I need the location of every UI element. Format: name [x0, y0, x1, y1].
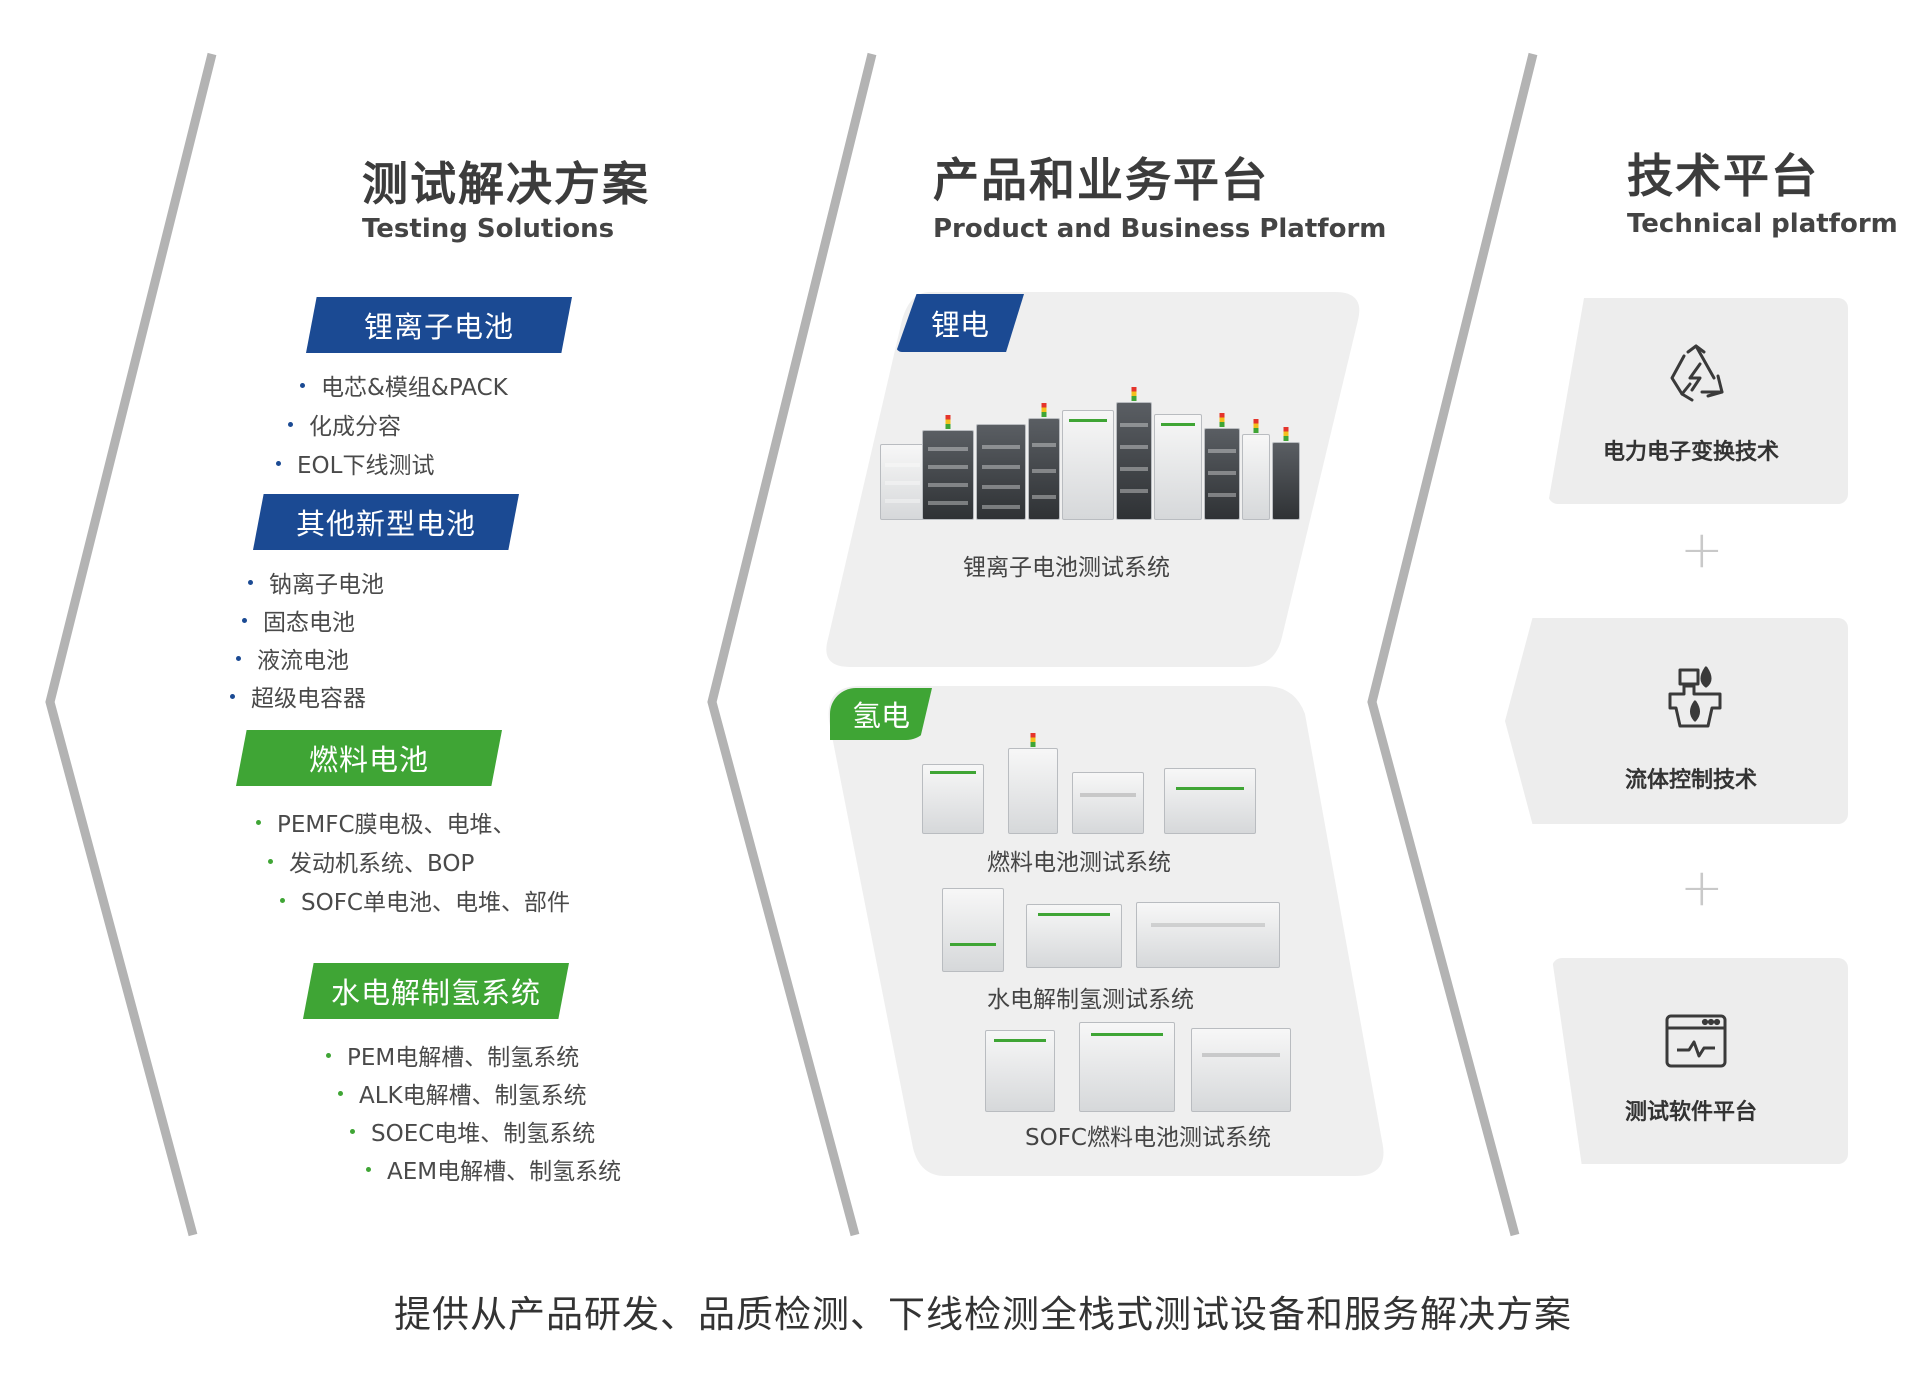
- tech-card-test-software[interactable]: [1552, 958, 1848, 1164]
- electrolysis-equipment-image: [940, 880, 1285, 972]
- list-item: SOFC单电池、电堆、部件: [280, 883, 570, 917]
- list-item: SOEC电堆、制氢系统: [350, 1114, 595, 1148]
- footer-slogan: 提供从产品研发、品质检测、下线检测全栈式测试设备和服务解决方案: [394, 1293, 1572, 1336]
- tech-title-cn: 技术平台: [1627, 149, 1819, 203]
- hydrogen-badge[interactable]: 氢电: [830, 688, 932, 740]
- list-item: 钠离子电池: [248, 565, 384, 599]
- sofc-equipment-image: [985, 1020, 1295, 1112]
- list-item: PEM电解槽、制氢系统: [326, 1038, 579, 1072]
- lithium-caption: 锂离子电池测试系统: [963, 555, 1170, 581]
- fuel-cell-equipment-image: [920, 733, 1260, 834]
- tag-lithium-ion-battery[interactable]: 锂离子电池: [306, 297, 572, 353]
- electrolysis-caption: 水电解制氢测试系统: [987, 987, 1194, 1013]
- tag-fuel-cell[interactable]: 燃料电池: [236, 730, 502, 786]
- tag-other-new-batteries[interactable]: 其他新型电池: [253, 494, 519, 550]
- testing-title-cn: 测试解决方案: [362, 157, 650, 211]
- list-item: AEM电解槽、制氢系统: [366, 1152, 621, 1186]
- list-item: 超级电容器: [230, 679, 366, 713]
- plus-sign: +: [1680, 520, 1724, 580]
- software-window-icon: [1665, 1014, 1727, 1068]
- list-item: 液流电池: [236, 641, 349, 675]
- tech-card-label: 流体控制技术: [1625, 768, 1758, 793]
- lithium-badge[interactable]: 锂电: [896, 294, 1024, 352]
- chevron-right: [1367, 52, 1538, 1237]
- tech-card-label: 测试软件平台: [1625, 1100, 1758, 1125]
- list-item: PEMFC膜电极、电堆、: [256, 805, 516, 839]
- testing-title-en: Testing Solutions: [362, 214, 615, 244]
- list-item: EOL下线测试: [276, 446, 434, 480]
- tech-card-label: 电力电子变换技术: [1603, 440, 1780, 465]
- list-item: 发动机系统、BOP: [268, 844, 474, 878]
- valve-drop-icon: [1668, 666, 1722, 728]
- platform-title-en: Product and Business Platform: [933, 214, 1387, 244]
- plus-sign: +: [1680, 858, 1724, 918]
- tech-card-power-electronics[interactable]: [1548, 298, 1848, 504]
- tech-card-fluid-control[interactable]: [1505, 618, 1848, 824]
- list-item: 化成分容: [288, 407, 401, 441]
- sofc-caption: SOFC燃料电池测试系统: [1025, 1125, 1271, 1151]
- tech-title-en: Technical platform: [1627, 209, 1898, 239]
- list-item: 固态电池: [242, 603, 355, 637]
- platform-title-cn: 产品和业务平台: [933, 153, 1269, 207]
- lithium-equipment-image: [880, 387, 1300, 520]
- tag-water-electrolysis[interactable]: 水电解制氢系统: [303, 963, 569, 1019]
- fuel-cell-caption: 燃料电池测试系统: [987, 850, 1171, 876]
- chevron-left: [45, 52, 217, 1237]
- list-item: ALK电解槽、制氢系统: [338, 1076, 587, 1110]
- list-item: 电芯&模组&PACK: [300, 368, 508, 402]
- recycle-lightning-icon: [1670, 344, 1724, 402]
